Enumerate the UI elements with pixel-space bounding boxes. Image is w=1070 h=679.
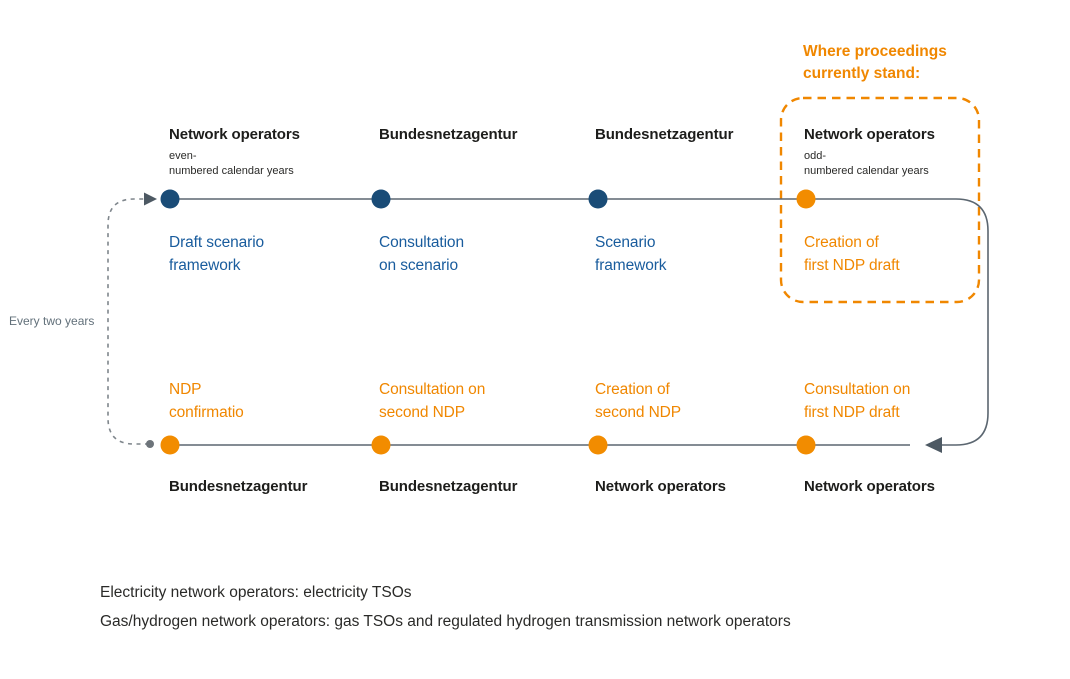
step-label-consultation-first-ndp-draft: Consultation on first NDP draft — [804, 381, 911, 421]
actor-label-bottom-2: Bundesnetzagentur — [379, 478, 518, 495]
actor-label-top-1: Network operators — [169, 126, 300, 143]
current-status-label: Where proceedings currently stand: — [803, 43, 947, 82]
actor-label-top-4: Network operators — [804, 126, 935, 143]
actor-label-bottom-4: Network operators — [804, 478, 935, 495]
step-label-ndp-confirmation: NDP confirmatio — [169, 381, 244, 421]
cycle-period-label: Every two years — [9, 314, 95, 328]
step-label-draft-scenario-framework: Draft scenario framework — [169, 234, 265, 274]
right-arrowhead-icon — [144, 192, 157, 206]
actor-label-bottom-1: Bundesnetzagentur — [169, 478, 308, 495]
actor-note-even-years: even- numbered calendar years — [169, 150, 294, 177]
actor-label-top-3: Bundesnetzagentur — [595, 126, 734, 143]
step-label-creation-first-ndp-draft: Creation of first NDP draft — [804, 234, 900, 274]
milestone-dot-ndp-confirmation — [160, 435, 180, 455]
milestone-dot-scenario-framework — [588, 189, 608, 209]
milestone-dot-first-ndp-draft — [796, 189, 816, 209]
step-label-consultation-on-scenario: Consultation on scenario — [379, 234, 464, 274]
actor-label-bottom-3: Network operators — [595, 478, 726, 495]
actor-note-odd-years: odd- numbered calendar years — [804, 150, 929, 177]
milestone-dot-draft-scenario — [160, 189, 180, 209]
actor-label-top-2: Bundesnetzagentur — [379, 126, 518, 143]
footnote-electricity-operators: Electricity network operators: electrici… — [100, 584, 412, 601]
cycle-loop-dashed-line — [107, 198, 149, 445]
milestone-dot-consultation-scenario — [371, 189, 391, 209]
cycle-loop-start-dot — [146, 440, 154, 448]
milestone-dot-creation-second-ndp — [588, 435, 608, 455]
top-to-bottom-connector-line — [170, 198, 989, 446]
step-label-scenario-framework: Scenario framework — [595, 234, 667, 274]
left-arrowhead-icon — [925, 437, 942, 453]
step-label-consultation-second-ndp: Consultation on second NDP — [379, 381, 486, 421]
step-label-creation-second-ndp: Creation of second NDP — [595, 381, 682, 421]
milestone-dot-consultation-first-ndp — [796, 435, 816, 455]
milestone-dot-consultation-second-ndp — [371, 435, 391, 455]
footnote-gas-hydrogen-operators: Gas/hydrogen network operators: gas TSOs… — [100, 613, 791, 630]
current-stage-highlight-box — [779, 96, 981, 304]
